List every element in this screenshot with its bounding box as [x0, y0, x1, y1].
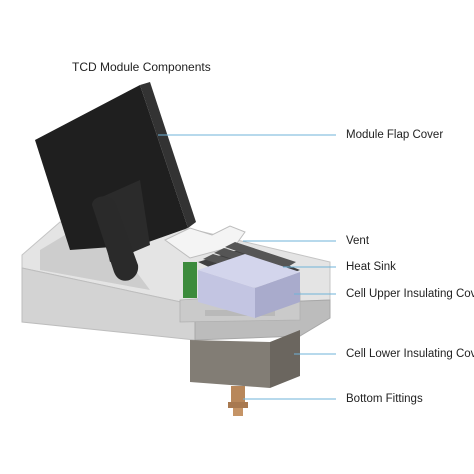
callout-bottom-fittings: Bottom Fittings — [346, 393, 423, 405]
callout-cell-lower-insulating-cover: Cell Lower Insulating Cover — [346, 348, 474, 360]
diagram-title: TCD Module Components — [72, 60, 211, 74]
clip-bracket — [164, 225, 246, 298]
module-flap-cover-graphic — [35, 82, 196, 281]
cell-lower-insulating-cover-graphic — [190, 330, 300, 388]
cell-upper-insulating-cover-graphic — [198, 254, 300, 318]
callout-vent: Vent — [346, 235, 370, 247]
callout-heat-sink: Heat Sink — [346, 261, 396, 273]
leader-lines — [158, 134, 336, 400]
circuit-board — [183, 262, 197, 298]
callout-cell-upper-insulating-cover: Cell Upper Insulating Cover — [346, 288, 474, 300]
bottom-fittings-graphic — [228, 386, 248, 416]
callout-module-flap-cover: Module Flap Cover — [346, 129, 444, 141]
